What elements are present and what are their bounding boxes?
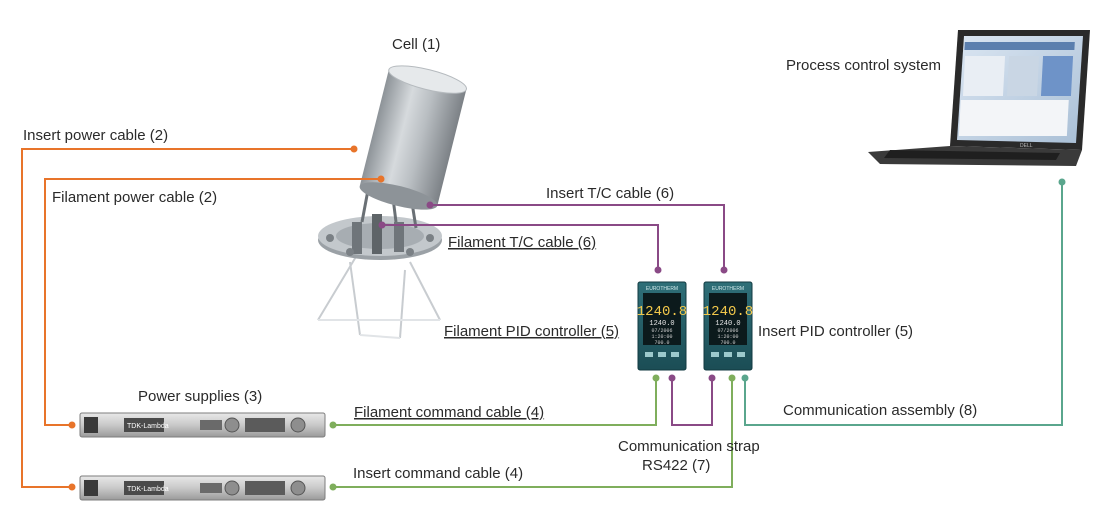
- insert-power-cable-endpoint: [350, 145, 358, 153]
- cell-cylinder: [359, 65, 467, 210]
- filament-tc-cable-endpoint: [378, 221, 386, 229]
- insert-command-cable-endpoint: [329, 483, 337, 491]
- cell-apparatus: [317, 65, 467, 339]
- label-power-supplies: Power supplies (3): [138, 388, 262, 405]
- controller-line3: 700.0: [654, 340, 669, 346]
- label-insert-tc-cable: Insert T/C cable (6): [546, 185, 674, 202]
- label-filament-tc-cable: Filament T/C cable (6): [448, 234, 596, 251]
- label-cell: Cell (1): [392, 36, 440, 53]
- insert-pid-controller: EUROTHERM 1240.8 1240.0 07/2006 1:20:00 …: [703, 281, 753, 371]
- controller-sp: 1240.0: [649, 320, 674, 328]
- insert-command-cable: [333, 378, 733, 488]
- controller-brand: EUROTHERM: [712, 286, 744, 292]
- label-filament-power-cable: Filament power cable (2): [52, 189, 217, 206]
- label-filament-command-cable: Filament command cable (4): [354, 404, 544, 421]
- label-insert-command-cable: Insert command cable (4): [353, 465, 523, 482]
- label-insert-pid-controller: Insert PID controller (5): [758, 323, 913, 340]
- filament-pid-controller: EUROTHERM 1240.8 1240.0 07/2006 1:20:00 …: [637, 281, 687, 371]
- insert-tc-cable: [430, 204, 725, 270]
- label-communication-strap-rs422: RS422 (7): [642, 457, 710, 474]
- controller-sp: 1240.0: [715, 320, 740, 328]
- laptop-brand: DELL: [1020, 143, 1033, 149]
- controller-line3: 700.0: [720, 340, 735, 346]
- insert-command-cable-endpoint: [728, 374, 736, 382]
- controller-pv: 1240.8: [703, 304, 753, 320]
- filament-power-cable-endpoint: [377, 175, 385, 183]
- controller-brand: EUROTHERM: [646, 286, 678, 292]
- label-filament-pid-controller: Filament PID controller (5): [444, 323, 619, 340]
- controller-line1: 07/2006: [651, 328, 672, 334]
- controller-line1: 07/2006: [717, 328, 738, 334]
- filament-power-cable-endpoint: [68, 421, 76, 429]
- filament-tc-cable-endpoint: [654, 266, 662, 274]
- filament-command-cable: [333, 378, 657, 426]
- communication-assembly: [744, 182, 1063, 426]
- insert-tc-cable-endpoint: [426, 201, 434, 209]
- filament-command-cable-endpoint: [329, 421, 337, 429]
- controller-line2: 1:20:00: [651, 334, 672, 340]
- filament-command-cable-endpoint: [652, 374, 660, 382]
- communication-strap-rs422-endpoint: [708, 374, 716, 382]
- power-supply-insert: TDK-Lambda: [79, 475, 326, 501]
- controller-line2: 1:20:00: [717, 334, 738, 340]
- filament-tc-cable: [382, 224, 659, 270]
- power-supply-brand: TDK-Lambda: [127, 486, 169, 493]
- process-control-laptop: DELL: [868, 30, 1090, 166]
- insert-tc-cable-endpoint: [720, 266, 728, 274]
- cell-stand: [317, 249, 441, 339]
- insert-power-cable: [21, 148, 354, 488]
- communication-assembly-endpoint: [1058, 178, 1066, 186]
- communication-assembly-endpoint: [741, 374, 749, 382]
- insert-power-cable-endpoint: [68, 483, 76, 491]
- label-communication-assembly: Communication assembly (8): [783, 402, 977, 419]
- label-process-control-system: Process control system: [786, 57, 941, 74]
- power-supply-filament: TDK-Lambda: [79, 412, 326, 438]
- controller-pv: 1240.8: [637, 304, 687, 320]
- communication-strap-rs422-endpoint: [668, 374, 676, 382]
- label-insert-power-cable: Insert power cable (2): [23, 127, 168, 144]
- label-communication-strap: Communication strap: [618, 438, 760, 455]
- communication-strap-rs422: [671, 378, 713, 426]
- cables: [21, 145, 1066, 491]
- filament-power-cable: [44, 178, 381, 426]
- power-supply-brand: TDK-Lambda: [127, 423, 169, 430]
